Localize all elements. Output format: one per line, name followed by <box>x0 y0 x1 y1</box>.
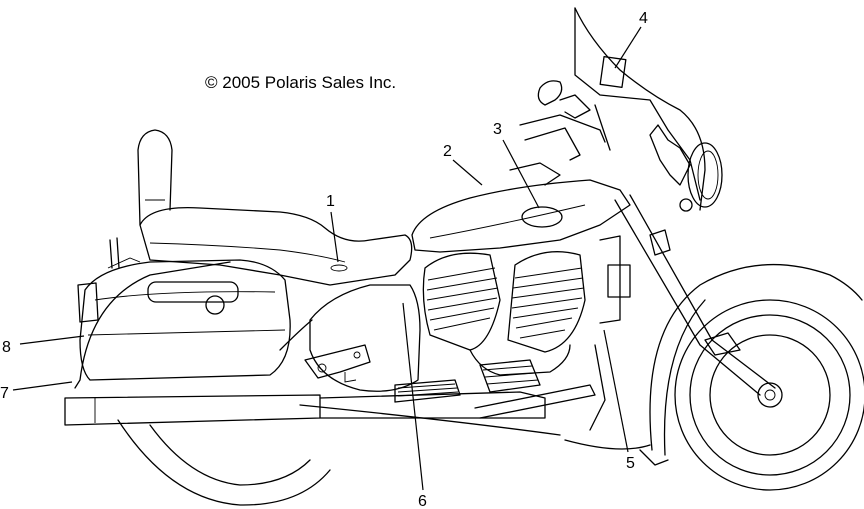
side-cover <box>304 284 421 392</box>
callout-leader-8 <box>19 335 85 345</box>
front-fork <box>614 194 776 396</box>
frame <box>279 319 651 450</box>
handlebars <box>519 80 611 161</box>
callouts: 1 2 3 4 5 6 7 8 <box>0 10 648 509</box>
callout-label-2: 2 <box>443 143 452 160</box>
callout-leader-2 <box>452 159 483 186</box>
callout-6: 6 <box>402 302 427 509</box>
callout-2: 2 <box>443 143 483 186</box>
motorcycle-illustration <box>64 7 864 506</box>
saddlebag <box>77 237 291 381</box>
callout-1: 1 <box>326 193 339 263</box>
callout-leader-6 <box>402 302 424 491</box>
headlight <box>679 142 723 212</box>
rear-wheel <box>74 261 331 506</box>
seat <box>137 129 413 286</box>
windshield <box>574 7 706 211</box>
fuel-tank <box>411 162 631 253</box>
callout-8: 8 <box>2 335 85 356</box>
engine <box>394 235 631 403</box>
callout-label-1: 1 <box>326 193 335 210</box>
callout-label-7: 7 <box>0 385 9 402</box>
callout-label-6: 6 <box>418 493 427 509</box>
callout-leader-5 <box>603 329 629 453</box>
callout-3: 3 <box>493 121 540 209</box>
callout-leader-4 <box>614 26 642 69</box>
exhaust <box>64 384 596 426</box>
front-wheel <box>639 263 864 491</box>
copyright-text: © 2005 Polaris Sales Inc. <box>205 73 396 92</box>
callout-4: 4 <box>614 10 648 69</box>
callout-label-8: 8 <box>2 339 11 356</box>
callout-leader-1 <box>330 211 339 263</box>
callout-leader-7 <box>12 381 73 391</box>
callout-label-3: 3 <box>493 121 502 138</box>
callout-label-4: 4 <box>639 10 648 27</box>
callout-label-5: 5 <box>626 455 635 472</box>
callout-5: 5 <box>603 329 635 472</box>
callout-7: 7 <box>0 381 73 402</box>
callout-leader-3 <box>502 139 540 209</box>
